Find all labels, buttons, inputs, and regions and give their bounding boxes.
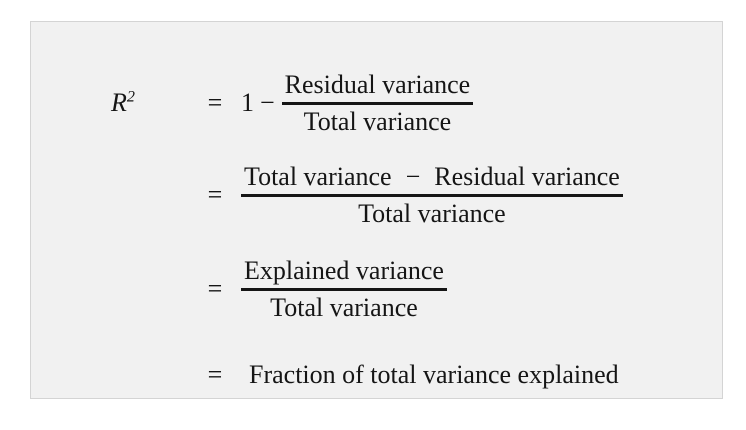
fraction-2-denominator: Total variance xyxy=(358,199,506,229)
fraction-1-denominator: Total variance xyxy=(303,107,452,137)
equation-row-3: = Explained variance Total variance xyxy=(111,256,447,322)
fraction-3-denominator: Total variance xyxy=(270,293,418,323)
fraction-3-numerator: Explained variance xyxy=(244,256,444,285)
r-squared-symbol: R2 xyxy=(111,88,189,118)
fraction-3-bar xyxy=(241,288,447,292)
r-symbol: R xyxy=(111,88,127,118)
fraction-2-numerator: Total variance−Residual variance xyxy=(241,162,623,191)
operand-one: 1 xyxy=(241,88,254,118)
formula-panel: R2 = 1 − Residual variance Total varianc… xyxy=(30,21,723,399)
minus-operator-1: − xyxy=(260,88,275,118)
equation-row-2: = Total variance−Residual variance Total… xyxy=(111,162,623,228)
fraction-1-numerator: Residual variance xyxy=(284,70,471,99)
fraction-2-bar xyxy=(241,194,623,198)
fraction-2-numerator-left: Total variance xyxy=(244,162,392,191)
equals-sign-3: = xyxy=(207,274,223,304)
equals-sign-2: = xyxy=(207,180,223,210)
equals-sign-1: = xyxy=(207,88,223,118)
fraction-2-numerator-minus: − xyxy=(405,162,421,191)
fraction-3: Explained variance Total variance xyxy=(241,256,447,322)
equation-row-1: R2 = 1 − Residual variance Total varianc… xyxy=(111,70,474,137)
r-exponent: 2 xyxy=(126,88,135,106)
equals-sign-4: = xyxy=(207,360,223,389)
fraction-1: Residual variance Total variance xyxy=(281,70,474,137)
conclusion-text: Fraction of total variance explained xyxy=(249,360,619,389)
equation-row-4: = Fraction of total variance explained xyxy=(111,362,619,388)
fraction-2: Total variance−Residual variance Total v… xyxy=(241,162,623,228)
fraction-2-numerator-right: Residual variance xyxy=(434,162,620,191)
fraction-1-bar xyxy=(281,102,474,106)
